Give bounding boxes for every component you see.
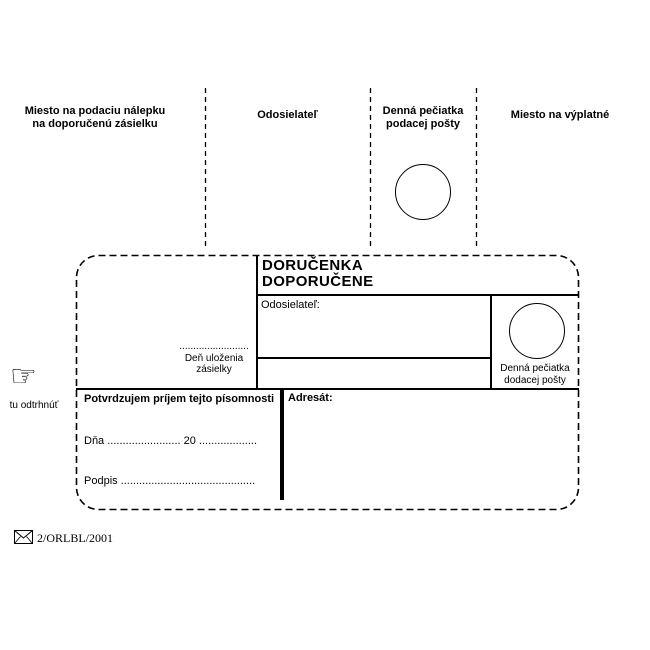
envelope-icon: [14, 530, 33, 544]
form-title: DORUČENKA DOPORUČENE: [262, 257, 374, 290]
form-code: 2/ORLBL/2001: [37, 531, 114, 545]
tear-off-label: tu odtrhnúť: [9, 400, 59, 411]
doručenka-form: DORUČENKA DOPORUČENE Odosielateľ: ......…: [76, 255, 579, 510]
label-miesto-vyplatne: Miesto na výplatné: [510, 109, 610, 121]
confirmation-date-line: Dňa ........................ 20 ........…: [84, 435, 257, 447]
label-denna-peciatka-dodacej: Denná pečiatka dodacej pošty: [500, 363, 570, 386]
label-odosielatel-top: Odosielateľ: [257, 109, 318, 121]
divider-middle: [76, 388, 579, 390]
label-podacia-nalepka: Miesto na podaciu nálepku na doporučenú …: [24, 105, 166, 130]
divider-vertical-left: [256, 255, 258, 388]
divider-sender-bottom: [256, 357, 491, 359]
confirmation-signature-line: Podpis .................................…: [84, 475, 256, 487]
den-ulozenia-note: ......................... Deň uloženia z…: [179, 341, 249, 375]
pointing-hand-icon: ☞: [10, 360, 37, 393]
sender-field-label: Odosielateľ:: [261, 299, 320, 311]
divider-thick-vertical: [280, 388, 284, 500]
addressee-label: Adresát:: [288, 392, 333, 404]
divider-stamp-left: [490, 294, 492, 388]
divider-under-title: [256, 294, 579, 296]
stamp-circle-dodacej: [509, 303, 565, 359]
confirmation-title: Potvrdzujem príjem tejto písomnosti: [84, 393, 275, 405]
stamp-circle-podacej: [395, 164, 451, 220]
label-denna-peciatka-podacej: Denná pečiatka podacej pošty: [382, 105, 464, 130]
